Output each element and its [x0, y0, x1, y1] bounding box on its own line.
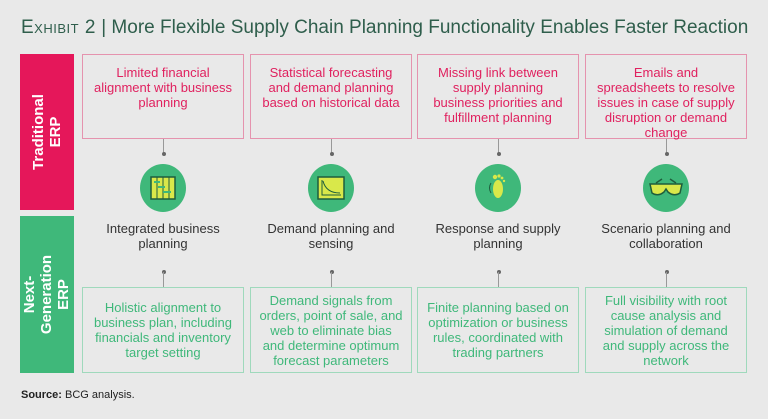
next-generation-text: Finite planning based on optimization or…: [427, 300, 569, 360]
exhibit-number: Exhibit 2: [21, 17, 96, 38]
connector-dot: [496, 152, 501, 156]
capability-label: Response and supply planning: [435, 221, 561, 251]
connector-line: [498, 139, 499, 154]
row-label-traditional: Traditional ERP: [20, 54, 74, 210]
footprint-icon: [475, 164, 521, 212]
source-text: BCG analysis.: [65, 389, 135, 401]
connector-line: [666, 139, 667, 154]
next-generation-text: Full visibility with root cause analysis…: [602, 292, 730, 368]
next-generation-cell: Demand signals from orders, point of sal…: [250, 287, 412, 373]
traditional-text: Emails and spreadsheets to resolve issue…: [596, 65, 736, 140]
traditional-text: Limited financial alignment with busines…: [93, 65, 233, 110]
gantt-chart-icon: [140, 164, 186, 212]
connector-line: [163, 139, 164, 154]
connector-line: [498, 272, 499, 287]
next-generation-text: Holistic alignment to business plan, inc…: [93, 300, 233, 360]
title-text: More Flexible Supply Chain Planning Func…: [111, 17, 749, 38]
title-separator: |: [101, 17, 107, 38]
glasses-icon: [643, 164, 689, 212]
connector-line: [331, 139, 332, 154]
next-generation-text: Demand signals from orders, point of sal…: [259, 292, 403, 368]
next-generation-cell: Finite planning based on optimization or…: [417, 287, 579, 373]
capability-label: Integrated business planning: [106, 221, 220, 251]
next-generation-cell: Holistic alignment to business plan, inc…: [82, 287, 244, 373]
capability-label: Demand planning and sensing: [267, 221, 395, 251]
next-generation-label: Next-Generation ERP: [21, 254, 73, 335]
source-note: Source: BCG analysis.: [21, 389, 135, 401]
traditional-label: Traditional ERP: [30, 94, 64, 170]
traditional-cell: Limited financial alignment with busines…: [82, 54, 244, 139]
traditional-text: Missing link between supply planning bus…: [433, 65, 563, 125]
source-label: Source:: [21, 389, 62, 401]
connector-dot: [664, 152, 669, 156]
connector-dot: [329, 152, 334, 156]
row-label-next-generation: Next-Generation ERP: [20, 216, 74, 373]
traditional-cell: Missing link between supply planning bus…: [417, 54, 579, 139]
traditional-cell: Statistical forecasting and demand plann…: [250, 54, 412, 139]
connector-line: [666, 272, 667, 287]
next-generation-cell: Full visibility with root cause analysis…: [585, 287, 747, 373]
exhibit-title: Exhibit 2 | More Flexible Supply Chain P…: [21, 17, 748, 39]
connector-line: [331, 272, 332, 287]
traditional-cell: Emails and spreadsheets to resolve issue…: [585, 54, 747, 140]
capability-label: Scenario planning and collaboration: [601, 221, 731, 251]
demand-curve-icon: [308, 164, 354, 212]
traditional-text: Statistical forecasting and demand plann…: [262, 65, 400, 110]
connector-dot: [161, 152, 166, 156]
connector-line: [163, 272, 164, 287]
